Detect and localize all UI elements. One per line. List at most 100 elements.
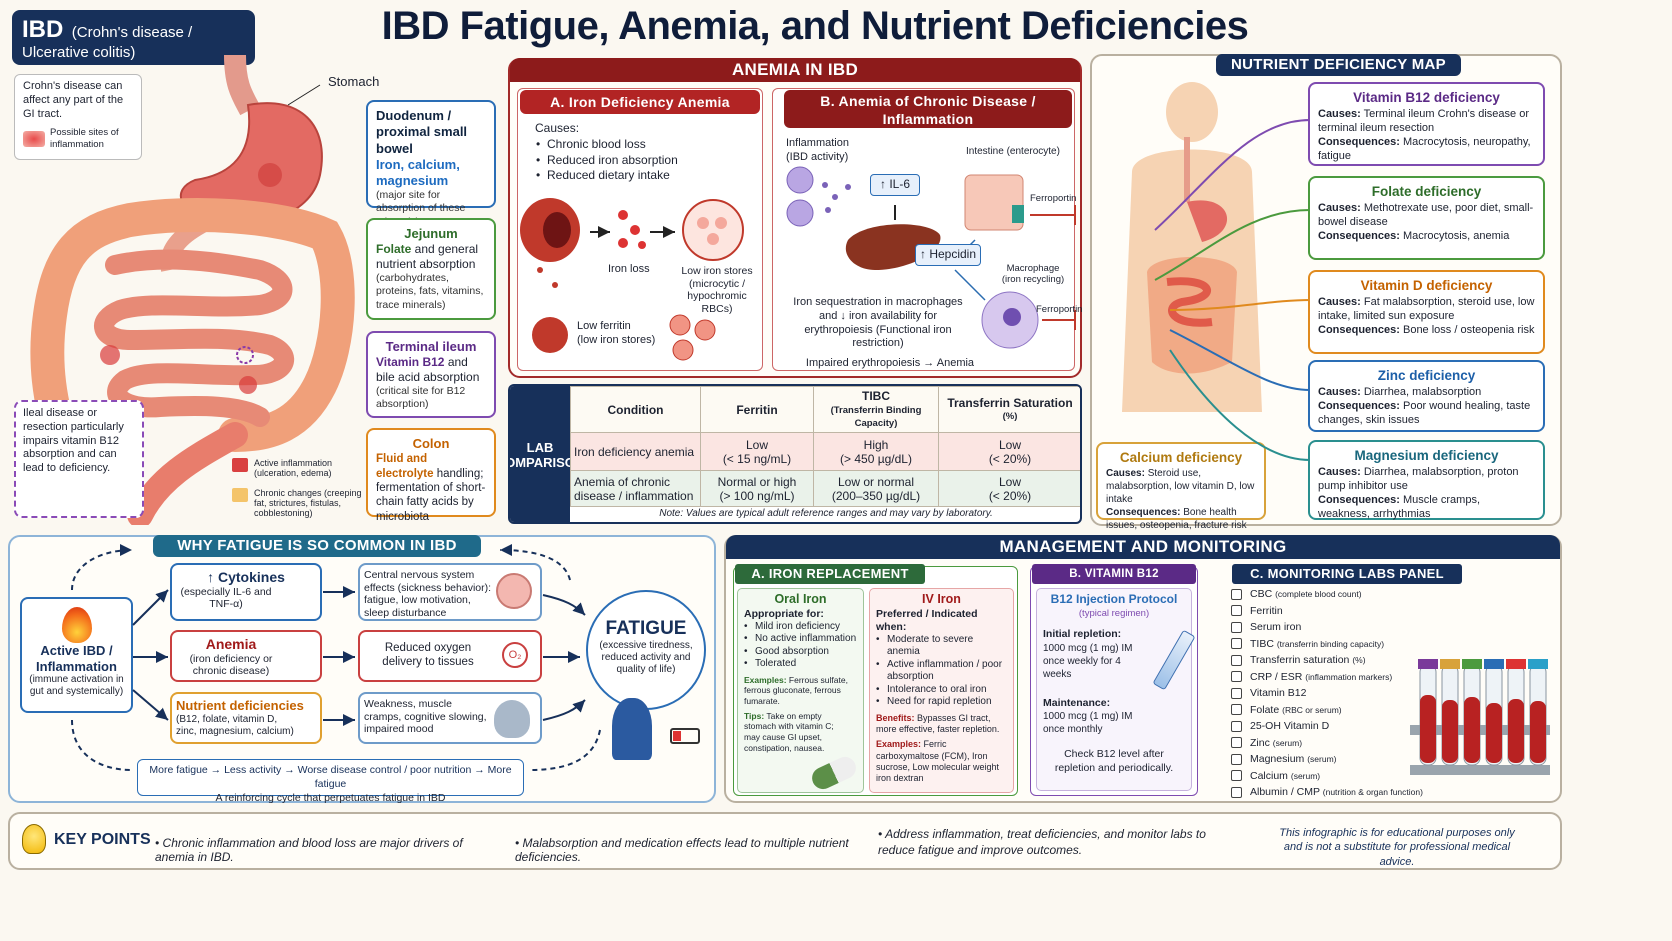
stomach-label: Stomach xyxy=(328,74,380,89)
head-icon xyxy=(494,700,530,738)
b12-deficiency-box: Vitamin B12 deficiency Causes: Terminal … xyxy=(1308,82,1545,166)
lightbulb-icon xyxy=(22,824,46,854)
checkbox[interactable] xyxy=(1231,737,1242,749)
checkbox[interactable] xyxy=(1231,588,1242,600)
iron-loss-illustration xyxy=(520,198,744,361)
ileal-note: Ileal disease or resection particularly … xyxy=(14,400,144,518)
esophagus xyxy=(224,55,260,116)
checkbox[interactable] xyxy=(1231,654,1242,666)
labs-header: C. MONITORING LABS PANEL xyxy=(1232,564,1462,584)
key-point-3: • Address inflammation, treat deficienci… xyxy=(878,827,1206,857)
tube-6 xyxy=(1528,659,1548,766)
body-silhouette xyxy=(1122,82,1262,412)
lab-check-item[interactable]: Vitamin B12 xyxy=(1231,685,1431,702)
cytokines-sub: (especially IL-6 and TNF-α) xyxy=(180,585,272,611)
enterocyte-icon xyxy=(964,174,1024,231)
weakness-box: Weakness, muscle cramps, cognitive slowi… xyxy=(358,692,542,744)
disclaimer: This infographic is for educational purp… xyxy=(1279,827,1515,868)
jejunum-title: Jejunum xyxy=(404,226,458,241)
b12-protocol-title: B12 Injection Protocol xyxy=(1050,592,1178,606)
checkbox[interactable] xyxy=(1231,720,1242,732)
lab-col-tibc: TIBC(Transferrin Binding Capacity) xyxy=(813,386,939,433)
fatigue-sub: (excessive tiredness, reduced activity a… xyxy=(599,640,693,675)
checkbox[interactable] xyxy=(1231,704,1242,716)
lab-table: Condition Ferritin TIBC(Transferrin Bind… xyxy=(570,386,1080,507)
checkbox[interactable] xyxy=(1231,687,1242,699)
gi-note: Crohn's disease can affect any part of t… xyxy=(14,74,142,160)
sequestration-text: Iron sequestration in macrophages and ↓ … xyxy=(793,296,963,350)
iv-iron-list: Moderate to severe anemia Active inflamm… xyxy=(876,634,1007,709)
map-connector-lines xyxy=(1154,119,1310,461)
lab-check-item[interactable]: Folate (RBC or serum) xyxy=(1231,702,1431,719)
cycle-box: More fatigue → Less activity → Worse dis… xyxy=(137,759,524,804)
checkbox[interactable] xyxy=(1231,621,1242,633)
cause-item: Reduced iron absorption xyxy=(536,153,678,169)
ileal-note-text: Ileal disease or resection particularly … xyxy=(23,407,124,474)
pill-icon xyxy=(808,753,860,793)
checkbox[interactable] xyxy=(1231,753,1242,765)
lab-check-item[interactable]: 25-OH Vitamin D xyxy=(1231,718,1431,735)
anemia-header: ANEMIA IN IBD xyxy=(510,58,1080,82)
lab-check-item[interactable]: Serum iron xyxy=(1231,619,1431,636)
colon-box: Colon Fluid and electrolyte handling; fe… xyxy=(366,428,496,523)
lab-row-acd: Anemia of chronic disease / inflammation… xyxy=(570,470,1080,507)
nutrient-cause-title: Nutrient deficiencies xyxy=(176,698,304,713)
lab-check-item[interactable]: Albumin / CMP (nutrition & organ functio… xyxy=(1231,784,1431,801)
legend-chronic: Chronic changes (creeping fat, stricture… xyxy=(232,488,362,518)
lab-col-condition: Condition xyxy=(570,386,701,433)
key-point-2: • Malabsorption and medication effects l… xyxy=(515,836,849,864)
fatigue-arrows xyxy=(71,544,601,771)
lab-check-item[interactable]: Transferrin saturation (%) xyxy=(1231,652,1431,669)
vitd-title: Vitamin D deficiency xyxy=(1360,278,1493,293)
checkbox[interactable] xyxy=(1231,638,1242,650)
anemia-cause-title: Anemia xyxy=(205,636,257,652)
lab-check-item[interactable]: CBC (complete blood count) xyxy=(1231,586,1431,603)
ibd-badge-main: IBD xyxy=(22,16,64,43)
checkbox[interactable] xyxy=(1231,786,1242,798)
chronic-anemia-title: B. Anemia of Chronic Disease / Inflammat… xyxy=(784,90,1072,128)
il6-badge: ↑ IL-6 xyxy=(870,174,920,196)
lab-check-item[interactable]: CRP / ESR (inflammation markers) xyxy=(1231,669,1431,686)
brain-icon xyxy=(496,573,532,609)
management-header: MANAGEMENT AND MONITORING xyxy=(726,535,1560,559)
tube-4 xyxy=(1484,659,1504,766)
colon-lead: Fluid and electrolyte xyxy=(376,453,434,480)
cytokines-title: ↑ Cytokines xyxy=(207,569,285,585)
b12-replacement-header: B. VITAMIN B12 REPLACEMENT xyxy=(1032,564,1196,600)
lab-check-item[interactable]: Magnesium (serum) xyxy=(1231,751,1431,768)
cytokines-box: ↑ Cytokines (especially IL-6 and TNF-α) xyxy=(170,563,322,621)
lab-check-item[interactable]: Zinc (serum) xyxy=(1231,735,1431,752)
calcium-title: Calcium deficiency xyxy=(1119,450,1243,465)
colon-title: Colon xyxy=(412,436,450,451)
test-tubes-icon xyxy=(1410,659,1550,775)
checkbox[interactable] xyxy=(1231,671,1242,683)
inflammation-cells-illustration xyxy=(786,166,1076,349)
anemia-cause-box: Anemia (iron deficiency or chronic disea… xyxy=(170,630,322,682)
duodenum-box: Duodenum / proximal small bowel Iron, ca… xyxy=(366,100,496,228)
lab-note: Note: Values are typical adult reference… xyxy=(659,508,993,519)
jejunum-rest: and general nutrient absorption xyxy=(376,242,479,272)
legend-active-text: Active inflammation (ulceration, edema) xyxy=(254,458,333,478)
tube-1 xyxy=(1418,659,1438,766)
folate-deficiency-box: Folate deficiency Causes: Methotrexate u… xyxy=(1308,176,1545,260)
checkbox[interactable] xyxy=(1231,605,1242,617)
lab-check-item[interactable]: TIBC (transferrin binding capacity) xyxy=(1231,636,1431,653)
ferroportin-label-1: Ferroportin xyxy=(1030,193,1077,204)
key-point-1: • Chronic inflammation and blood loss ar… xyxy=(155,836,463,864)
lab-check-item[interactable]: Calcium (serum) xyxy=(1231,768,1431,785)
flame-icon xyxy=(62,607,92,643)
jejunum-note: (carbohydrates, proteins, fats, vitamins… xyxy=(376,272,484,311)
tube-3 xyxy=(1462,659,1482,766)
cause-item: Chronic blood loss xyxy=(536,137,678,153)
legend-chronic-text: Chronic changes (creeping fat, stricture… xyxy=(254,488,362,518)
lab-row-ida: Iron deficiency anemia Low(< 15 ng/mL) H… xyxy=(570,432,1080,471)
key-points-label: KEY POINTS xyxy=(54,831,151,848)
lab-check-item[interactable]: Ferritin xyxy=(1231,603,1431,620)
legend-active: Active inflammation (ulceration, edema) xyxy=(232,458,362,478)
oral-iron-box: Oral Iron Appropriate for: Mild iron def… xyxy=(737,588,864,793)
cns-effects-box: Central nervous system effects (sickness… xyxy=(358,563,542,621)
folate-title: Folate deficiency xyxy=(1371,184,1482,199)
checkbox[interactable] xyxy=(1231,770,1242,782)
nutrient-cause-sub: (B12, folate, vitamin D, zinc, magnesium… xyxy=(176,713,294,737)
iv-iron-box: IV Iron Preferred / Indicated when: Mode… xyxy=(869,588,1014,793)
